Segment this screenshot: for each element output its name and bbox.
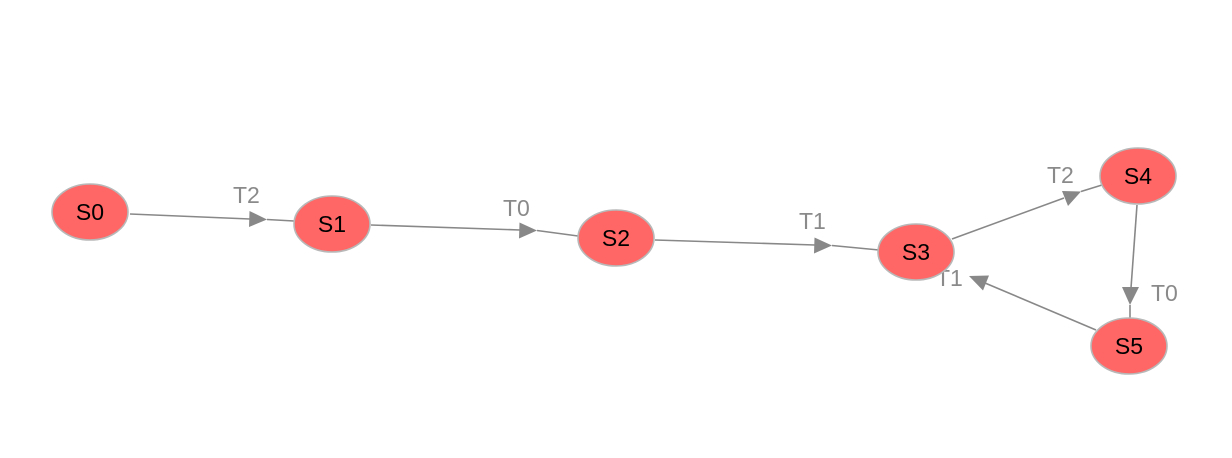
edge-s2-s3-tail [831,244,880,251]
edge-s4-s5[interactable]: T0 [1122,204,1178,320]
node-s0-label: S0 [76,199,104,225]
edge-s0-s1-tail [266,218,295,222]
edge-s3-s4[interactable]: T2 [951,162,1103,240]
node-s2-shape [577,209,655,267]
edge-s4-s5-line [1130,204,1138,289]
edge-s2-s3[interactable]: T1 [654,208,880,254]
node-s4-shape [1099,147,1177,205]
edge-label-s0-s1: T2 [233,182,260,208]
node-s3[interactable]: S3 [877,223,955,281]
edge-label-s4-s5: T0 [1151,280,1178,306]
node-s1[interactable]: S1 [293,195,371,253]
edge-s0-s1-line [129,213,251,220]
arrowhead-icon [1062,191,1081,206]
node-s0[interactable]: S0 [51,183,129,241]
edge-s2-s3-line [654,239,816,246]
node-s2[interactable]: S2 [577,209,655,267]
edge-s3-s4-line [951,197,1065,240]
node-s5-shape [1090,317,1168,375]
edge-s1-s2[interactable]: T0 [370,195,579,239]
node-s2-label: S2 [602,225,630,251]
node-s3-shape [877,223,955,281]
node-s3-label: S3 [902,239,930,265]
node-s1-shape [293,195,371,253]
node-s5-label: S5 [1115,333,1143,359]
node-s5[interactable]: S5 [1090,317,1168,375]
node-s1-label: S1 [318,211,346,237]
arrowhead-icon [1122,287,1139,305]
node-s4[interactable]: S4 [1099,147,1177,205]
edge-label-s3-s4: T2 [1047,162,1074,188]
edge-label-s2-s3: T1 [799,208,826,234]
arrowhead-icon [519,222,537,239]
edge-s1-s2-line [370,224,521,231]
edge-s3-s4-tail [1080,184,1103,193]
node-s0-shape [51,183,129,241]
edge-s5-s3[interactable]: T1 [936,265,1097,331]
edge-s5-s3-line [984,282,1097,331]
arrowhead-icon [249,211,267,227]
edge-s0-s1[interactable]: T2 [129,182,295,227]
edge-s1-s2-tail [536,229,579,237]
node-s4-label: S4 [1124,163,1152,189]
edge-label-s1-s2: T0 [503,195,530,221]
arrowhead-icon [969,275,989,291]
arrowhead-icon [814,237,832,254]
